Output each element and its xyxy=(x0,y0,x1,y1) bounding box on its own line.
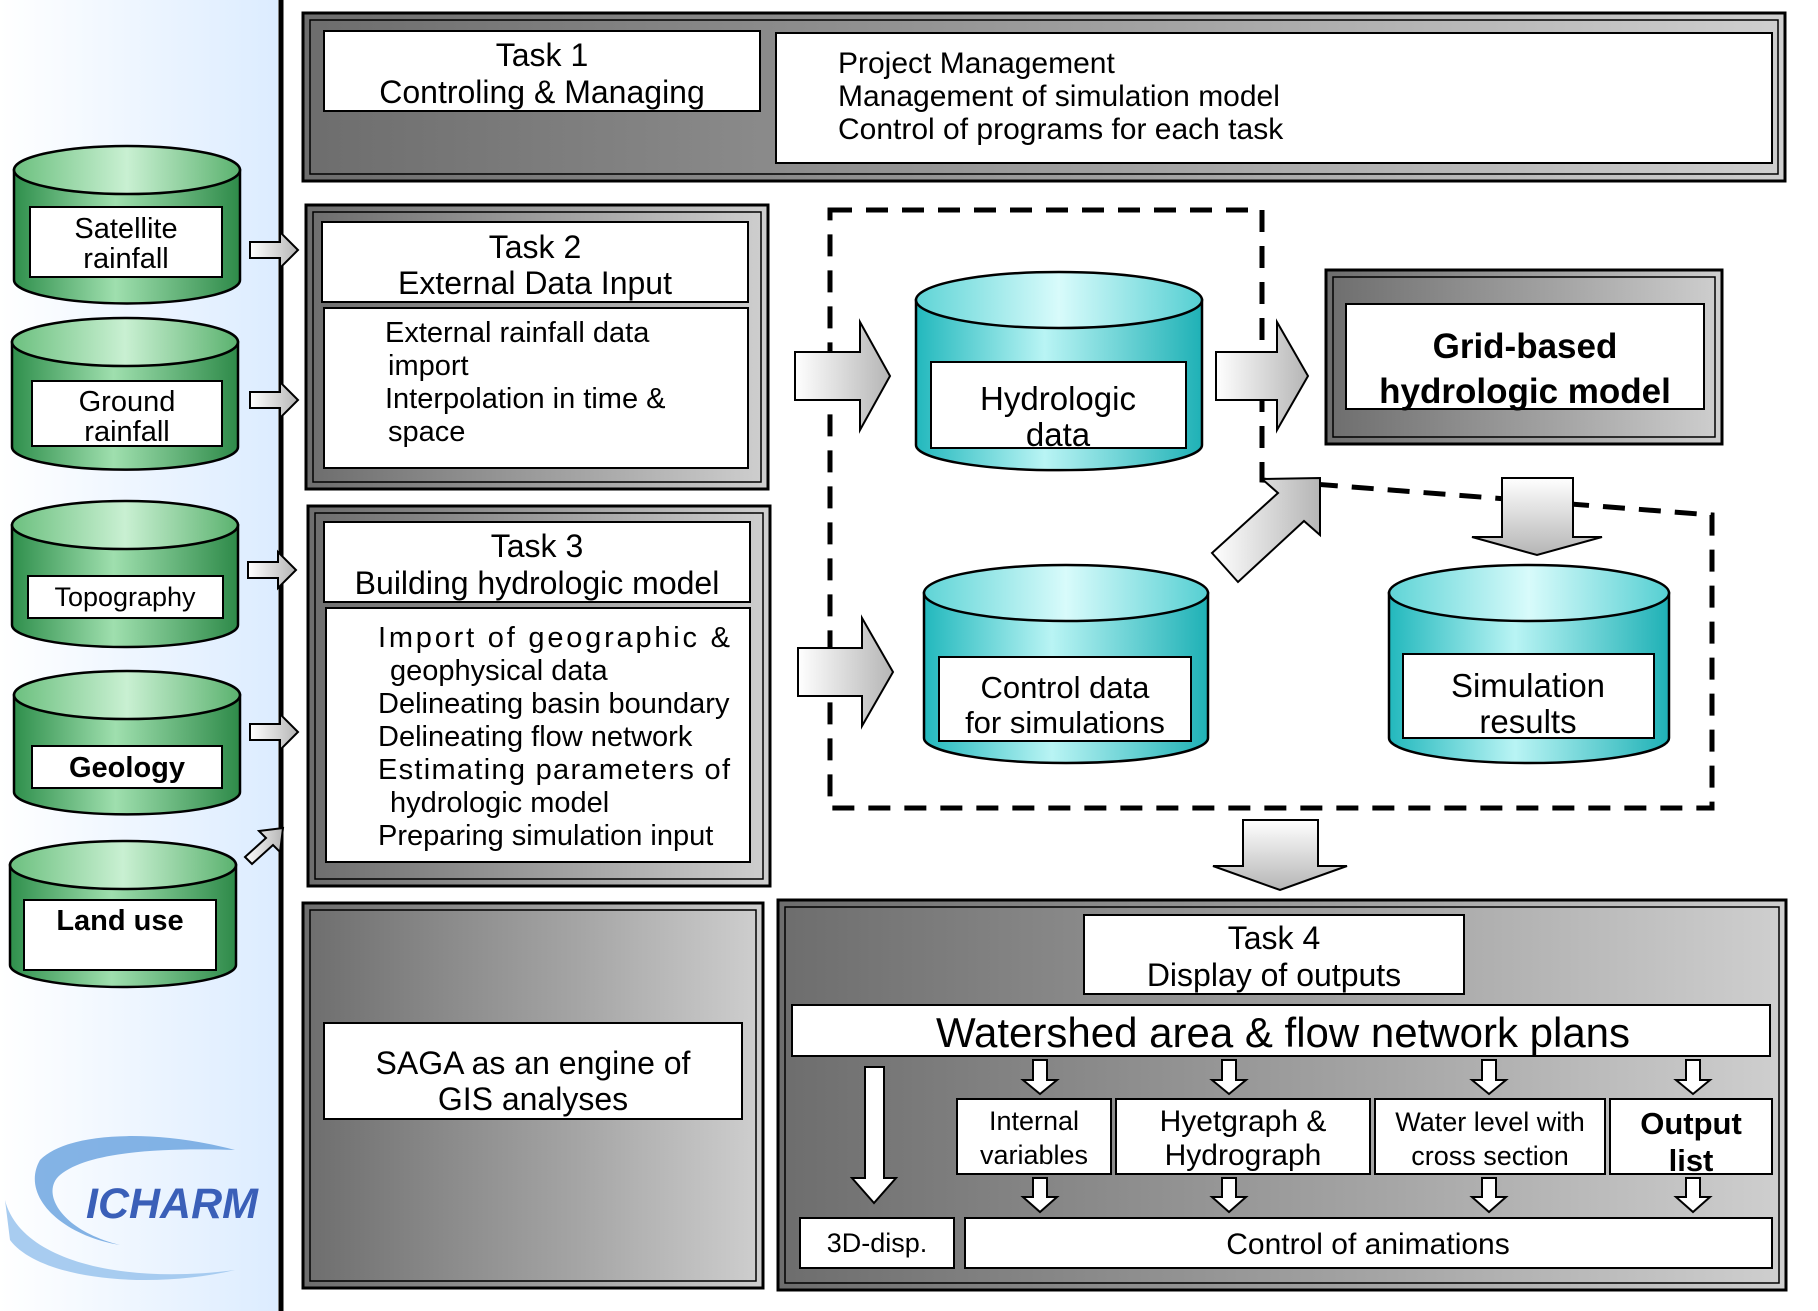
arrow-down-icon xyxy=(1020,1177,1060,1214)
arrow-down-icon xyxy=(1469,1059,1509,1096)
db-label: Hydrologic xyxy=(980,380,1136,417)
output-label: Output xyxy=(1640,1106,1742,1141)
task1-item: Project Management xyxy=(838,47,1115,80)
task2-line: import xyxy=(388,350,469,382)
logo-text: ICHARM xyxy=(86,1180,259,1228)
source-label: rainfall xyxy=(83,243,168,275)
task3-line: Delineating basin boundary xyxy=(378,688,730,720)
output-label: list xyxy=(1669,1143,1714,1178)
arrow-right-icon xyxy=(797,614,895,730)
task1-subtitle: Controling & Managing xyxy=(379,74,705,110)
arrow-down-icon xyxy=(1209,1059,1249,1096)
db-label: results xyxy=(1479,703,1576,740)
task3-line: Preparing simulation input xyxy=(378,820,713,852)
task3-line: hydrologic model xyxy=(390,787,609,819)
input-arrows xyxy=(794,318,1321,730)
arrow-down-icon xyxy=(1212,819,1348,892)
source-arrows xyxy=(243,229,300,866)
output-box xyxy=(1609,1098,1773,1175)
source-satellite-rainfall: Satellite rainfall xyxy=(12,144,242,305)
task3-line: Estimating parameters of xyxy=(378,754,731,786)
source-label: Ground xyxy=(79,386,176,418)
arrow-to-model-icon xyxy=(1215,318,1310,434)
output-label: Hyetgraph & xyxy=(1160,1105,1327,1138)
source-label: Land use xyxy=(56,905,183,937)
data-group-boundary xyxy=(827,207,1715,811)
db-label: Control data xyxy=(981,670,1151,705)
task2-line: External rainfall data xyxy=(385,317,650,349)
disp3d-label: 3D-disp. xyxy=(827,1228,928,1258)
animations-label: Control of animations xyxy=(1226,1228,1509,1261)
db-label: data xyxy=(1026,416,1091,453)
model-label: hydrologic model xyxy=(1379,372,1671,411)
task4-banner: Watershed area & flow network plans xyxy=(936,1009,1630,1056)
hydrologic-data-db: Hydrologic data xyxy=(914,270,1204,472)
arrow-diagonal-icon xyxy=(1210,476,1321,584)
source-topography: Topography xyxy=(10,499,240,649)
source-label: Topography xyxy=(54,582,196,612)
arrow-right-icon xyxy=(794,318,892,434)
small-down-arrows xyxy=(1020,1059,1713,1214)
task3-line: Import of geographic & xyxy=(378,622,730,654)
task2-panel: Task 2 External Data Input External rain… xyxy=(304,203,770,491)
arrow-down-icon xyxy=(1209,1177,1249,1214)
source-label: Geology xyxy=(69,752,185,784)
saga-line: SAGA as an engine of xyxy=(376,1045,691,1081)
arrow-right-icon xyxy=(249,229,300,271)
simulation-results-db: Simulation results xyxy=(1387,563,1671,765)
output-box xyxy=(956,1098,1112,1175)
saga-line: GIS analyses xyxy=(438,1081,628,1117)
arrow-down-icon xyxy=(1471,477,1603,557)
arrow-down-icon xyxy=(1673,1059,1713,1096)
arrow-right-icon xyxy=(247,549,298,591)
grid-model-panel: Grid-based hydrologic model xyxy=(1324,268,1724,446)
arrow-down-icon xyxy=(1469,1177,1509,1214)
task4-title: Task 4 xyxy=(1228,920,1320,956)
task2-line: Interpolation in time & xyxy=(385,383,665,415)
output-label: Water level with xyxy=(1395,1107,1585,1137)
source-geology: Geology xyxy=(12,669,242,816)
task3-line: Delineating flow network xyxy=(378,721,693,753)
task2-title: Task 2 xyxy=(489,229,581,265)
model-label: Grid-based xyxy=(1433,327,1618,366)
animations-box xyxy=(964,1217,1773,1269)
db-label: Simulation xyxy=(1451,667,1605,704)
output-label: Hydrograph xyxy=(1165,1139,1322,1172)
saga-panel: SAGA as an engine of GIS analyses xyxy=(301,901,765,1290)
source-label: rainfall xyxy=(84,416,169,448)
task1-item: Management of simulation model xyxy=(838,80,1280,113)
output-label: Internal xyxy=(989,1106,1079,1136)
task4-subtitle: Display of outputs xyxy=(1147,957,1401,993)
task3-subtitle: Building hydrologic model xyxy=(355,565,720,601)
task4-panel: Task 4 Display of outputs Watershed area… xyxy=(776,898,1788,1292)
task3-panel: Task 3 Building hydrologic model Import … xyxy=(306,504,772,888)
task2-subtitle: External Data Input xyxy=(398,265,672,301)
arrow-diagonal-icon xyxy=(243,826,285,866)
disp3d-box xyxy=(799,1217,955,1269)
task3-title: Task 3 xyxy=(491,528,583,564)
down-arrows xyxy=(1212,477,1603,892)
arrow-down-icon xyxy=(849,1066,899,1205)
arrow-right-icon xyxy=(249,379,300,421)
output-box xyxy=(1374,1098,1606,1175)
task2-line: space xyxy=(388,416,465,448)
task1-item: Control of programs for each task xyxy=(838,113,1284,146)
output-label: variables xyxy=(980,1140,1088,1170)
arrow-right-icon xyxy=(249,711,300,753)
source-land-use: Land use xyxy=(8,839,238,989)
arrow-down-icon xyxy=(1020,1059,1060,1096)
icharm-logo: ICHARM xyxy=(5,1136,259,1280)
task1-panel: Task 1 Controling & Managing Project Man… xyxy=(301,11,1787,183)
source-ground-rainfall: Ground rainfall xyxy=(10,316,240,471)
task3-line: geophysical data xyxy=(390,655,609,687)
arrow-down-icon xyxy=(1673,1177,1713,1214)
source-label: Satellite xyxy=(74,213,177,245)
control-data-db: Control data for simulations xyxy=(922,563,1210,765)
output-label: cross section xyxy=(1411,1141,1569,1171)
task1-title: Task 1 xyxy=(496,37,588,73)
output-box xyxy=(1115,1098,1371,1175)
db-label: for simulations xyxy=(965,705,1165,740)
